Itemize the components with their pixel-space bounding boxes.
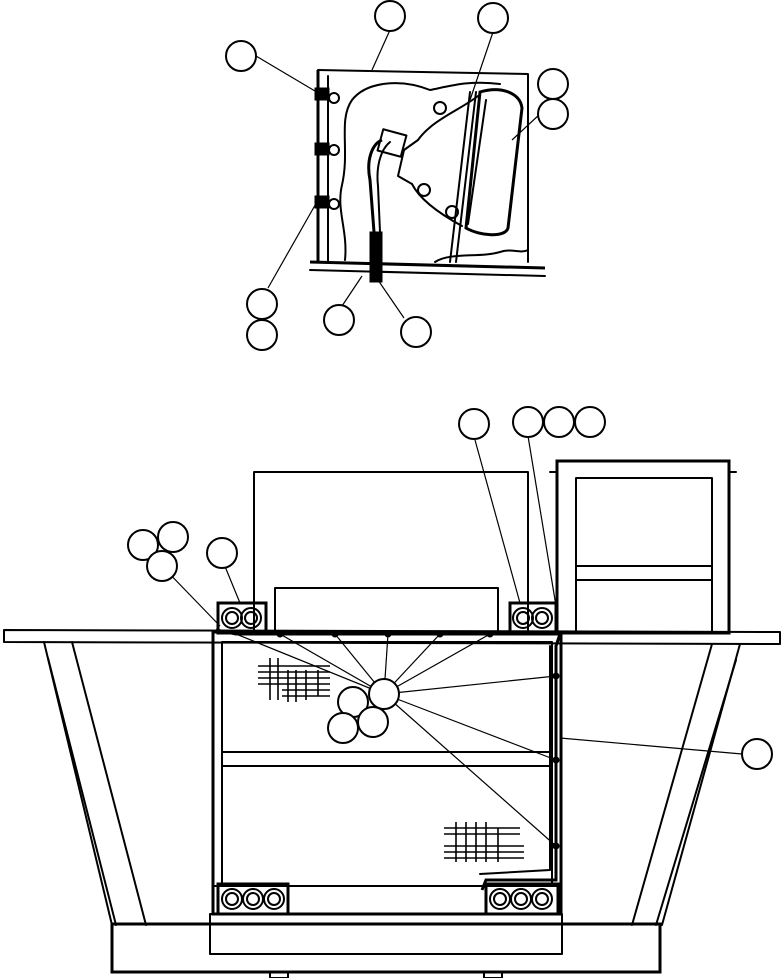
wiring-harness xyxy=(215,628,563,891)
callout-circle xyxy=(537,68,569,100)
tail-lights-left xyxy=(216,882,290,916)
floodlight-lamp xyxy=(376,88,524,237)
callout-circle xyxy=(512,406,544,438)
callout-circle xyxy=(477,2,509,34)
base-plate xyxy=(309,260,546,270)
floodlight-detail-view xyxy=(225,0,569,351)
tail-lights-right xyxy=(484,882,560,916)
callout-circle xyxy=(368,678,400,710)
cable-grommet xyxy=(369,231,383,283)
callout-circle xyxy=(400,316,432,348)
harness-clips xyxy=(276,630,560,850)
callout-circle xyxy=(374,0,406,32)
callout-circle xyxy=(206,537,238,569)
lamp-stand xyxy=(449,91,471,263)
callout-circle xyxy=(246,288,278,320)
bracket-top-edge xyxy=(317,69,529,263)
callout-circle xyxy=(225,40,257,72)
cab-rear xyxy=(253,471,529,633)
cab-window xyxy=(274,587,499,633)
vehicle-rear-view xyxy=(3,406,781,978)
callout-circle xyxy=(323,304,355,336)
callout-circle xyxy=(537,98,569,130)
side-frames xyxy=(43,641,741,926)
callout-circle xyxy=(146,550,178,582)
callout-circle xyxy=(157,521,189,553)
hatch-pattern-upper xyxy=(258,658,330,702)
cutaway-break-line xyxy=(339,81,501,261)
callout-circle xyxy=(574,406,606,438)
callout-circle xyxy=(127,529,159,561)
side-storage-box xyxy=(549,459,737,635)
rear-leader-lines xyxy=(161,435,743,847)
lamp-cable xyxy=(367,138,383,271)
callout-circle xyxy=(741,738,773,770)
callout-circle xyxy=(458,408,490,440)
callout-circle xyxy=(246,319,278,351)
rear-bumper xyxy=(110,913,662,978)
callout-circle xyxy=(543,406,575,438)
callout-circle xyxy=(357,706,389,738)
bracket-bolts xyxy=(314,87,340,210)
hatch-pattern-lower xyxy=(444,822,524,862)
marker-lights-right xyxy=(508,601,558,635)
cutaway-break-line-lower xyxy=(434,249,529,263)
detail-leader-lines xyxy=(255,29,541,319)
callout-circle xyxy=(327,712,359,744)
marker-lights-left xyxy=(216,601,268,635)
